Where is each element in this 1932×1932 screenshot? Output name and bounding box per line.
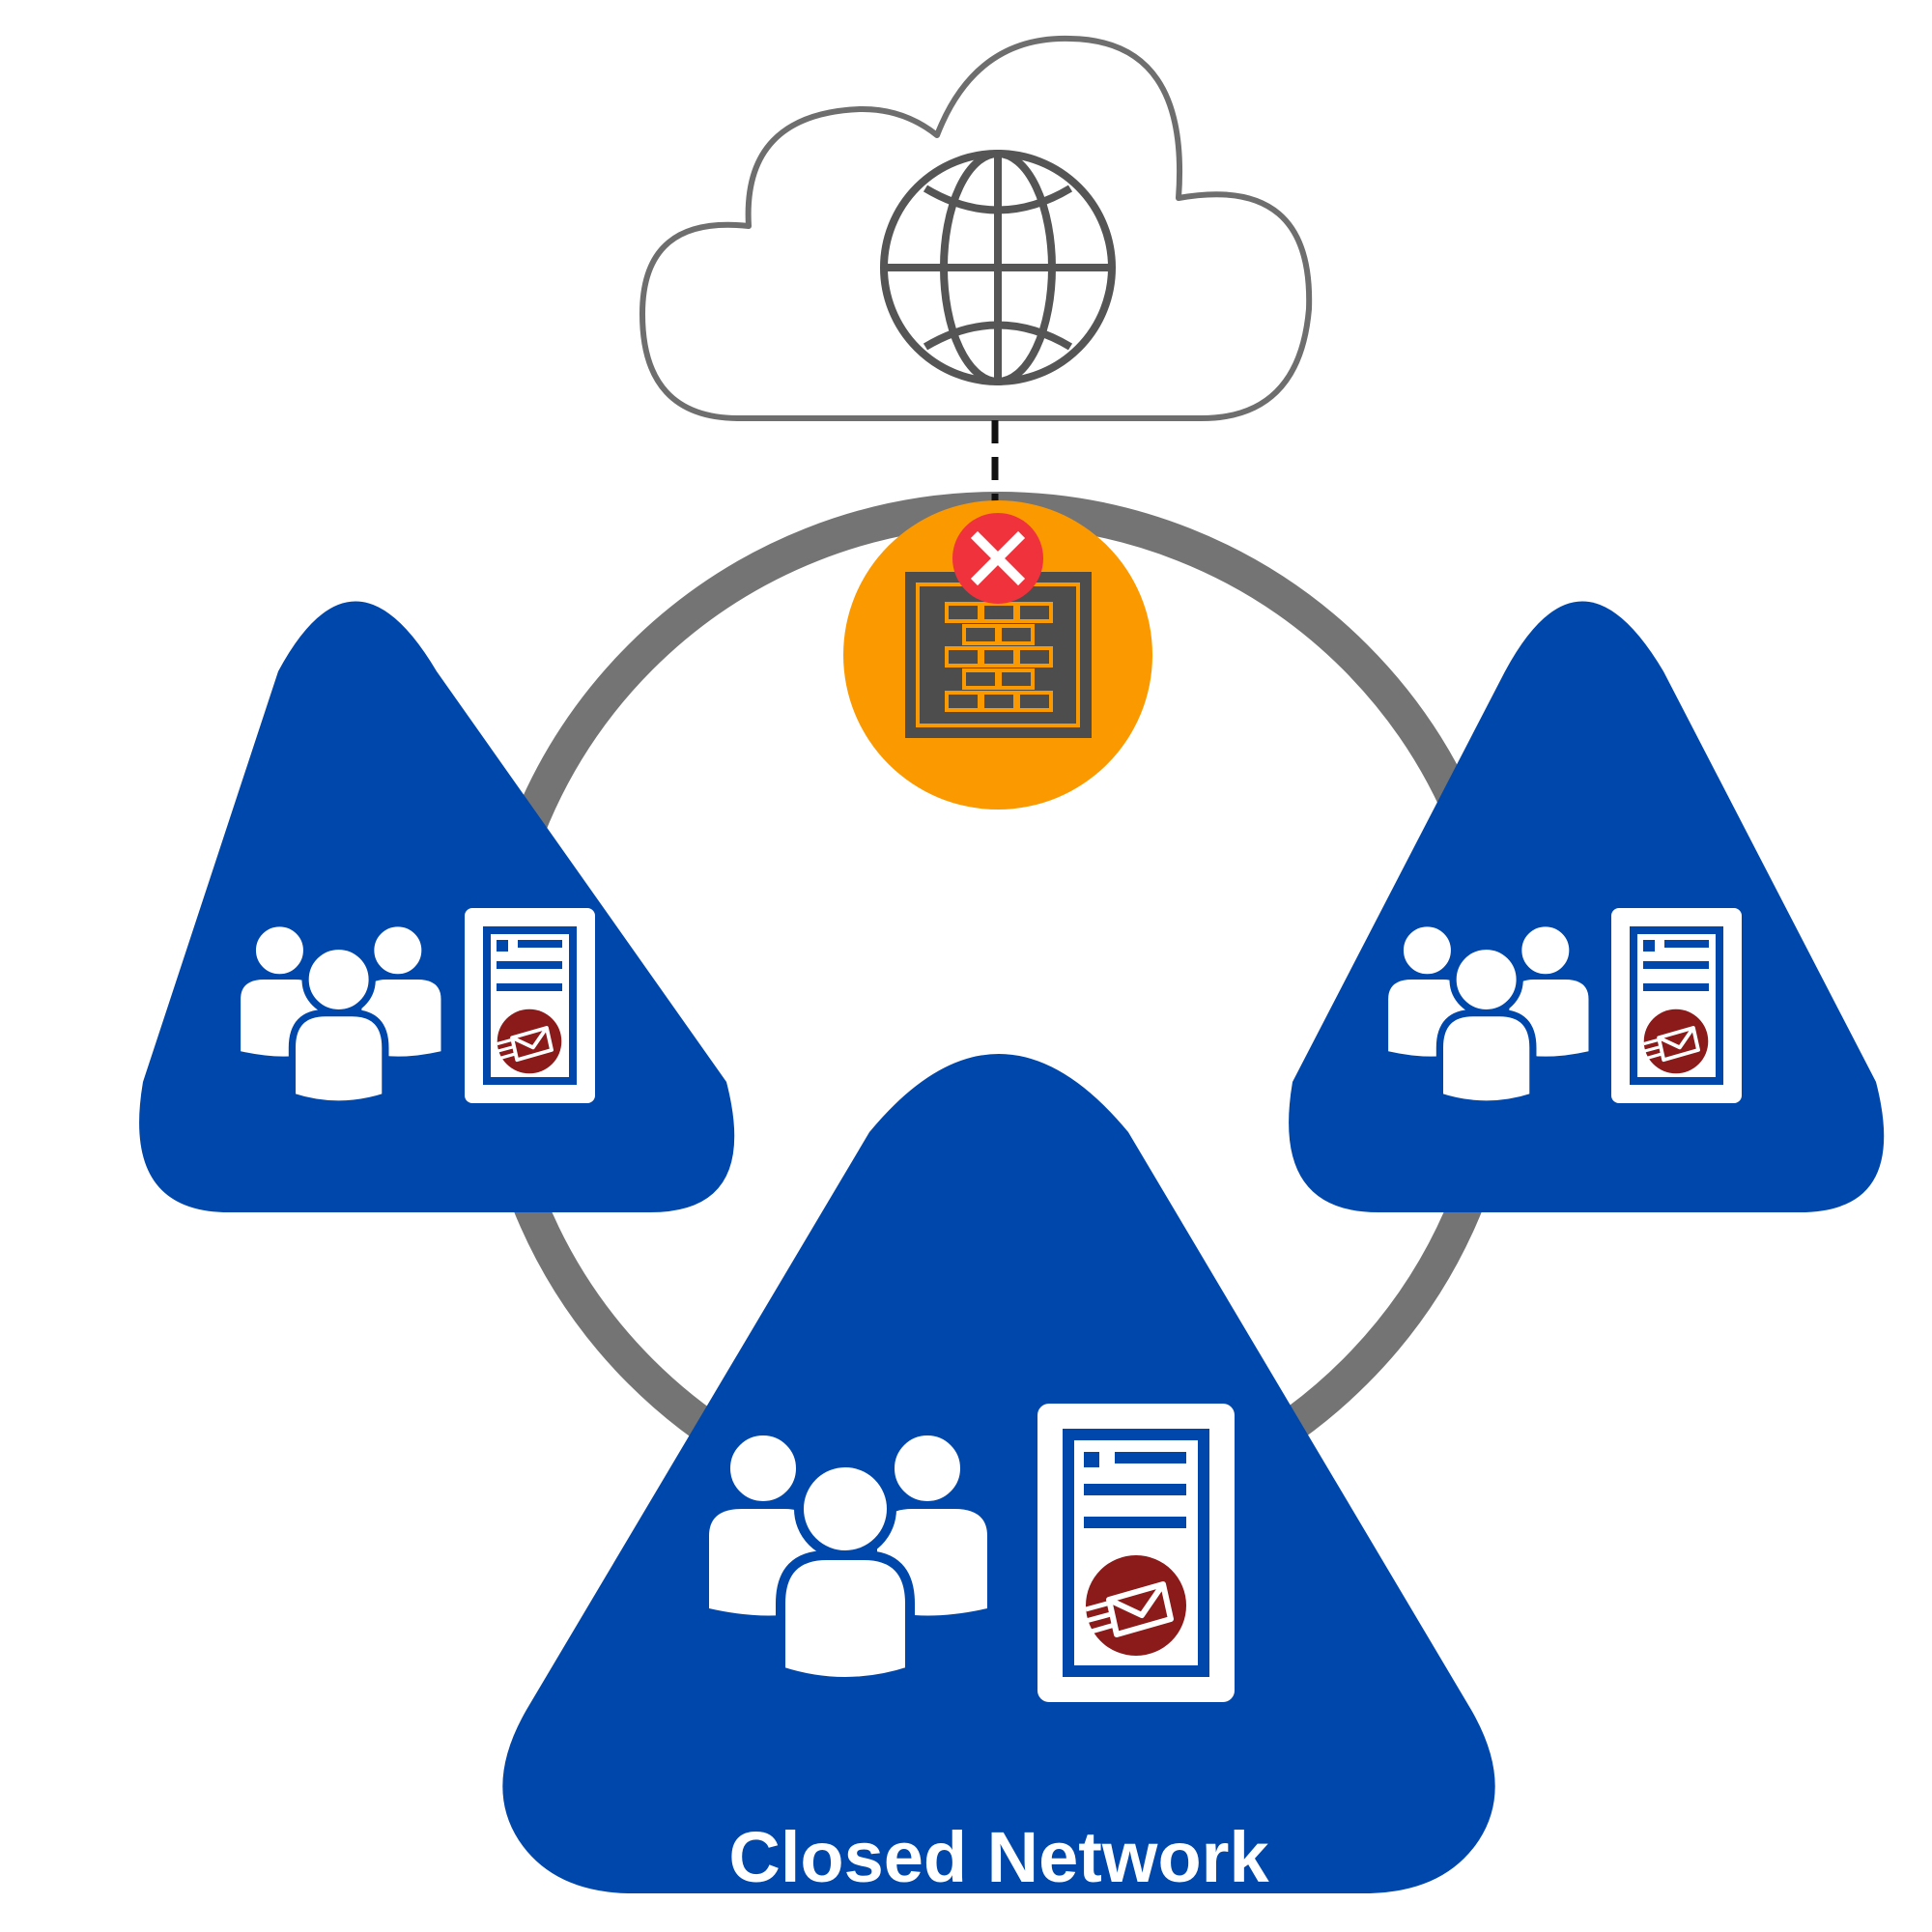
mail-app-icon <box>1641 1007 1711 1076</box>
node-bottom: Closed Network <box>502 1054 1495 1897</box>
server-icon <box>465 908 595 1103</box>
server-icon <box>1611 908 1742 1103</box>
mail-app-icon <box>495 1007 564 1076</box>
server-icon <box>1037 1404 1235 1702</box>
node-right <box>1289 601 1885 1212</box>
node-left <box>139 601 735 1212</box>
close-icon <box>952 513 1043 604</box>
globe-icon <box>880 150 1116 385</box>
firewall-icon <box>905 572 1092 738</box>
mail-app-icon <box>1086 1555 1186 1656</box>
cloud-icon <box>639 35 1313 422</box>
network-label: Closed Network <box>728 1817 1269 1897</box>
